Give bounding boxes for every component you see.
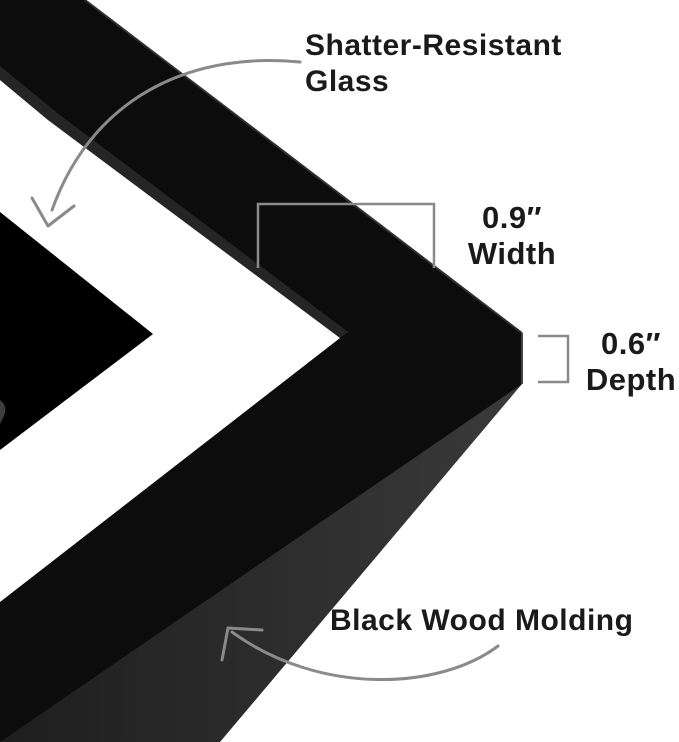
glass-arrowhead xyxy=(30,196,76,228)
glass-label: Shatter-Resistant Glass xyxy=(305,28,562,100)
depth-bracket xyxy=(538,334,570,384)
width-value: 0.9″ xyxy=(482,200,542,235)
width-caption: Width xyxy=(467,236,557,271)
depth-label: 0.6″ Depth xyxy=(583,326,679,398)
width-bracket xyxy=(256,202,436,268)
depth-caption: Depth xyxy=(585,362,677,397)
molding-arrowhead xyxy=(220,626,264,662)
depth-value: 0.6″ xyxy=(601,326,661,361)
mat-board xyxy=(0,80,340,602)
glass-label-line2: Glass xyxy=(305,65,390,98)
width-label: 0.9″ Width xyxy=(462,200,562,272)
glass-arrow xyxy=(50,58,302,212)
glass-label-line1: Shatter-Resistant xyxy=(305,29,562,62)
artwork xyxy=(0,212,153,450)
molding-label: Black Wood Molding xyxy=(330,604,634,637)
molding-arrow xyxy=(230,630,500,681)
